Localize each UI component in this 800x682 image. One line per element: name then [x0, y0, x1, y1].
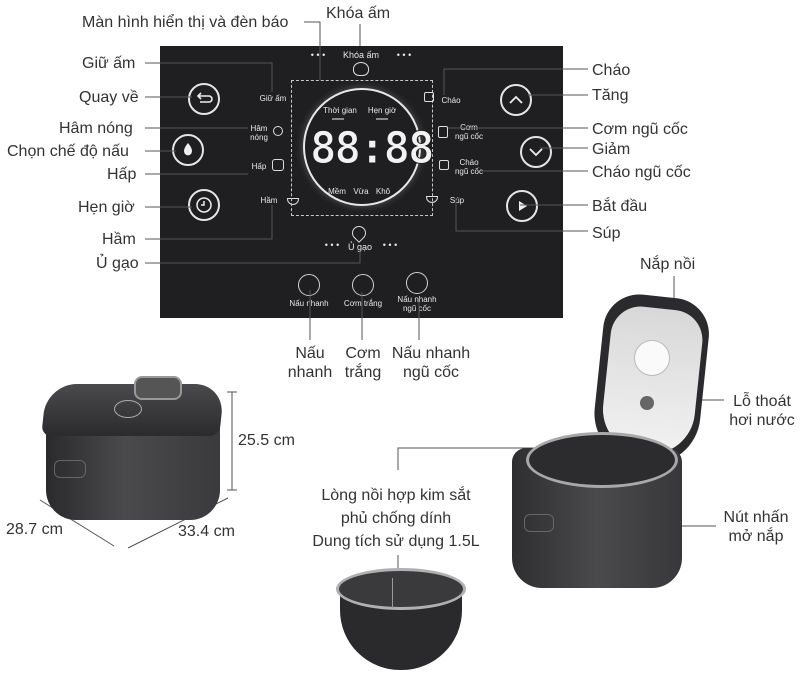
- grain-porridge-icon: [439, 160, 449, 170]
- pot-rim: [336, 568, 466, 610]
- panel-label-ham: Hầm: [260, 196, 278, 205]
- panel-label-nau-nhanh-ngu-coc: Nấu nhanh ngũ cốc: [397, 295, 437, 313]
- callout-giu-am: Giữ ấm: [82, 55, 136, 72]
- dimension-width: 33.4 cm: [178, 523, 235, 540]
- porridge-icon: [424, 92, 434, 102]
- display-label-thoi-gian: Thời gian: [323, 106, 357, 115]
- rice-drop-icon: [184, 143, 192, 156]
- chevron-down-icon: [529, 148, 543, 157]
- water-level-marks: [392, 578, 411, 608]
- rice-cooker-open: [510, 290, 713, 596]
- callout-man-hinh: Màn hình hiển thị và đèn báo: [82, 14, 289, 31]
- callout-u-gao: Ủ gạo: [96, 255, 139, 272]
- panel-label-ham-nong: Hâm nóng: [250, 124, 268, 142]
- callout-giam: Giảm: [592, 141, 631, 158]
- lid-seal: [634, 340, 670, 376]
- lid-handle: [134, 376, 182, 400]
- callout-chao: Cháo: [592, 62, 631, 79]
- dots-left: • • •: [310, 50, 326, 60]
- dimension-depth: 28.7 cm: [6, 521, 63, 538]
- callout-ham: Hầm: [102, 231, 136, 248]
- decrease-button[interactable]: [520, 136, 552, 168]
- clock-icon: [196, 197, 212, 213]
- panel-label-sup: Súp: [449, 196, 465, 205]
- panel-label-u-gao: Ủ gạo: [347, 242, 373, 252]
- panel-label-chao: Cháo: [441, 96, 461, 105]
- dots-left: • • •: [324, 240, 340, 250]
- callout-quay-ve: Quay về: [79, 89, 139, 106]
- panel-label-khoa-am: Khóa ấm: [342, 50, 380, 60]
- increase-button[interactable]: [500, 84, 532, 116]
- dots-right: • • •: [396, 50, 412, 60]
- callout-nau-nhanh-ngu-coc: Nấu nhanh ngũ cốc: [391, 345, 471, 381]
- panel-label-giu-am: Giữ ấm: [259, 94, 287, 103]
- callout-nau-nhanh: Nấu nhanh: [287, 345, 333, 381]
- callout-hen-gio: Hẹn giờ: [78, 199, 135, 216]
- callout-khoa-am: Khóa ấm: [326, 5, 391, 22]
- panel-label-hap: Hấp: [251, 162, 267, 171]
- steam-icon: [272, 159, 284, 171]
- display-label-vua: Vừa: [353, 187, 369, 196]
- control-panel: Khóa ấm • • • • • • Giữ ấm Hâm nóng Hấp …: [160, 46, 563, 318]
- inner-pot: [336, 568, 466, 670]
- display-label-mem: Mềm: [328, 187, 346, 196]
- side-handle: [54, 460, 86, 478]
- dots-right: • • •: [382, 240, 398, 250]
- callout-ham-nong: Hâm nóng: [59, 120, 133, 137]
- indicator-bar: [332, 118, 344, 120]
- panel-label-chao-ngu-coc: Cháo ngũ cốc: [454, 158, 484, 176]
- steam-vent: [640, 396, 654, 410]
- callout-lo-thoat: Lỗ thoát hơi nước: [729, 393, 795, 429]
- return-arrow-icon: [196, 92, 213, 103]
- mode-select-button[interactable]: [172, 134, 204, 166]
- mini-display: [114, 400, 142, 418]
- lock-icon: [353, 62, 369, 76]
- quick-grain-button[interactable]: [406, 272, 428, 294]
- quick-cook-button[interactable]: [298, 274, 320, 296]
- rice-cooker-closed: [41, 376, 225, 534]
- callout-nut-nhan: Nút nhấn mở nắp: [723, 509, 789, 545]
- indicator-bar: [376, 118, 388, 120]
- callout-tang: Tăng: [592, 87, 629, 104]
- lid-release-button[interactable]: [524, 514, 554, 532]
- display-ring: [303, 88, 421, 206]
- display-frame: [291, 80, 433, 216]
- callout-bat-dau: Bắt đầu: [592, 198, 648, 215]
- callout-long-noi: Lòng nồi hợp kim sắt phủ chống dính Dung…: [312, 487, 480, 550]
- timer-button[interactable]: [188, 189, 220, 221]
- display-label-kho: Khô: [375, 187, 391, 196]
- callout-com-trang: Cơm trắng: [344, 345, 382, 381]
- white-rice-button[interactable]: [352, 274, 374, 296]
- start-button[interactable]: [506, 190, 538, 222]
- callout-chao-ngu-coc: Cháo ngũ cốc: [592, 164, 691, 181]
- display-label-hen-gio: Hẹn giờ: [367, 106, 397, 115]
- back-button[interactable]: [188, 83, 220, 115]
- panel-label-nau-nhanh: Nấu nhanh: [289, 299, 329, 308]
- reheat-icon: [273, 126, 283, 136]
- callout-nap-noi: Nắp nồi: [640, 256, 696, 273]
- callout-com-ngu-coc: Cơm ngũ cốc: [592, 121, 688, 138]
- callout-chon-che-do: Chọn chế độ nấu: [7, 143, 129, 160]
- grain-rice-icon: [438, 126, 448, 138]
- dimension-height: 25.5 cm: [238, 432, 295, 449]
- panel-label-com-trang: Cơm trắng: [343, 299, 383, 308]
- callout-sup: Súp: [592, 225, 621, 242]
- play-icon: [519, 201, 527, 211]
- inner-pot-rim: [526, 432, 678, 488]
- chevron-up-icon: [509, 95, 523, 104]
- callout-hap: Hấp: [107, 166, 137, 183]
